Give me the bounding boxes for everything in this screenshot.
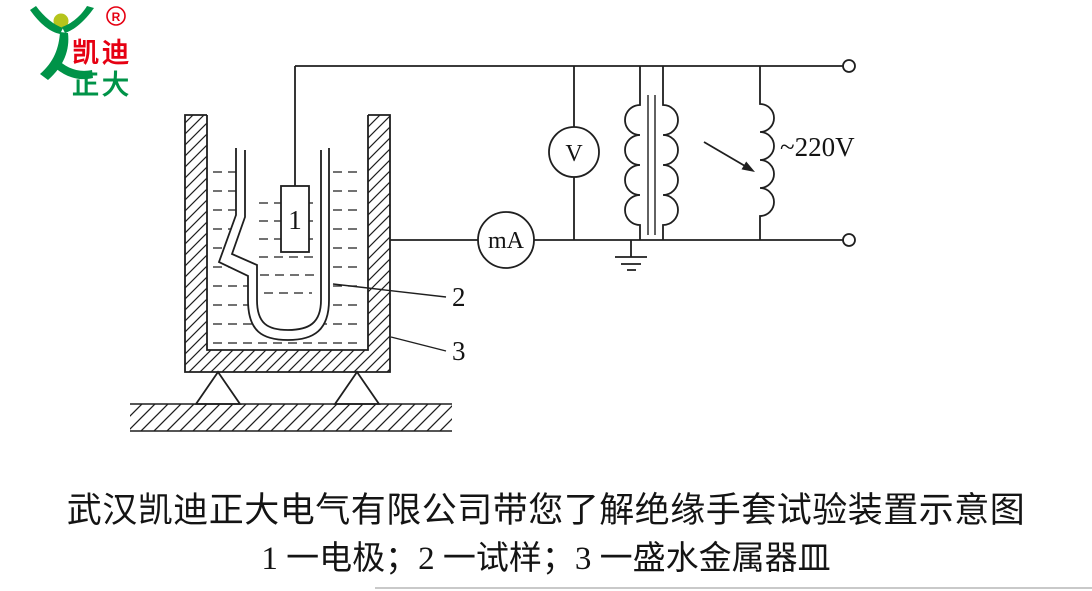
figure-left-arm	[30, 6, 63, 34]
figure-right-arm	[62, 6, 94, 33]
registered-trademark-icon: R	[106, 6, 126, 26]
sample-number: 2	[452, 282, 466, 312]
terminal-bottom-icon	[842, 233, 856, 247]
bottom-divider-line	[375, 587, 1092, 589]
vessel-number: 3	[452, 336, 466, 366]
part-callouts: 2 3	[332, 282, 466, 366]
transformer-secondary-coil	[662, 66, 679, 240]
electrode-number: 1	[288, 205, 302, 235]
variac-regulator: ~220V	[703, 66, 855, 240]
transformer-core	[647, 95, 656, 235]
voltmeter-dial	[548, 126, 600, 178]
support-triangle-left	[194, 370, 242, 405]
support-triangle-right	[333, 370, 381, 405]
caption-title: 武汉凯迪正大电气有限公司带您了解绝缘手套试验装置示意图	[66, 491, 1026, 530]
supply-terminals	[842, 59, 856, 247]
logo-figure-icon	[30, 6, 94, 80]
transformer-primary-coil	[624, 66, 641, 240]
company-logo: R 凯迪 正大	[30, 6, 132, 100]
variac-wiper-line	[703, 141, 746, 167]
supply-voltage-label: ~220V	[780, 132, 855, 162]
voltmeter: V	[548, 126, 600, 178]
milliammeter: mA	[477, 211, 535, 269]
vessel-outer-outline	[184, 114, 391, 373]
electrode-body	[280, 185, 310, 253]
ground-plane-lines	[130, 403, 452, 432]
registered-letter: R	[112, 10, 121, 24]
support-stand	[130, 370, 452, 432]
metal-water-vessel	[184, 114, 391, 373]
transformer	[624, 66, 679, 240]
brand-name-top: 凯迪	[72, 38, 132, 68]
voltmeter-label: V	[565, 141, 583, 167]
milliammeter-label: mA	[488, 228, 525, 254]
ground-plane-hatch	[130, 404, 452, 431]
figure-head	[53, 13, 69, 29]
glove-outer-wall	[217, 148, 330, 341]
figure-body	[40, 32, 69, 80]
ground-symbol-icon	[615, 240, 647, 271]
figure-leg-swoosh	[51, 58, 93, 80]
vessel-wall-hatch	[185, 115, 390, 372]
caption-legend: 1 一电极；2 一试样；3 一盛水金属器皿	[261, 541, 831, 577]
glove-inner-wall	[230, 150, 322, 331]
glove-sample	[217, 148, 330, 341]
variac-coil	[759, 66, 775, 240]
ground-bars	[615, 256, 647, 271]
sample-leader-line	[332, 283, 447, 298]
schematic-canvas: R 凯迪 正大 1 V mA	[30, 6, 856, 432]
milliammeter-dial	[477, 211, 535, 269]
terminal-top-icon	[842, 59, 856, 73]
brand-name-bottom: 正大	[72, 70, 132, 100]
variac-wiper-arrowhead	[741, 161, 755, 172]
circuit-wires	[295, 65, 843, 241]
vessel-inner-outline	[206, 115, 369, 351]
vessel-leader-line	[390, 336, 447, 352]
electrode: 1	[280, 66, 310, 253]
